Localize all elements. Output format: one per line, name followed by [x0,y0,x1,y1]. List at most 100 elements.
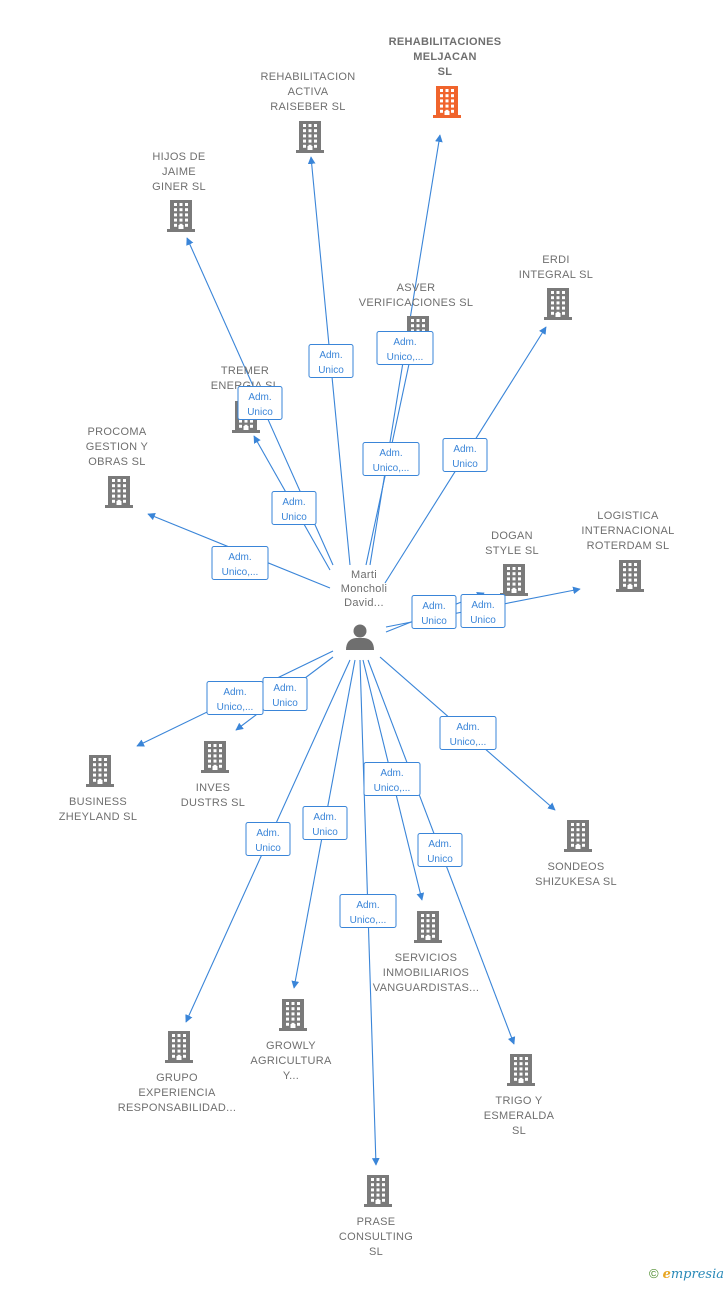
company-node-business[interactable]: BUSINESS ZHEYLAND SL [59,755,138,823]
company-name-line[interactable]: INMOBILIARIOS [383,967,469,979]
company-node-servicios[interactable]: SERVICIOS INMOBILIARIOS VANGUARDISTAS... [373,911,479,994]
role-badge-prase[interactable]: Adm. Unico,... [339,894,397,928]
role-badge-hijos_jaime[interactable]: Adm.Unico [237,386,283,420]
building-icon[interactable] [364,1175,392,1207]
building-icon[interactable] [500,564,528,596]
company-name-line[interactable]: ERDI [542,254,569,266]
company-node-dogan[interactable]: DOGAN STYLE SL [485,530,539,596]
company-name-line[interactable]: SL [438,66,453,78]
role-badge-logistica[interactable]: Adm.Unico [460,594,506,628]
building-icon[interactable] [564,820,592,852]
building-icon[interactable] [507,1054,535,1086]
company-name-line[interactable]: SERVICIOS [395,952,457,964]
company-name-line[interactable]: REHABILITACION [260,71,355,83]
company-name-line[interactable]: RESPONSABILIDAD... [118,1102,237,1114]
building-icon[interactable] [414,911,442,943]
company-node-growly[interactable]: GROWLY AGRICULTURA Y... [250,999,332,1082]
company-node-grupo[interactable]: GRUPO EXPERIENCIA RESPONSABILIDAD... [118,1031,237,1114]
company-name-line[interactable]: STYLE SL [485,545,539,557]
company-node-procoma[interactable]: PROCOMA GESTION Y OBRAS SL [86,426,149,508]
role-badge-growly[interactable]: Adm.Unico [302,806,348,840]
company-name-line[interactable]: CONSULTING [339,1231,413,1243]
company-name-line[interactable]: SONDEOS [547,861,604,873]
person-node[interactable]: MartiMoncholiDavid... [341,569,387,650]
role-badge-text: Adm. [223,687,246,698]
role-badge-dogan[interactable]: Adm.Unico [411,595,457,629]
building-icon[interactable] [201,741,229,773]
empresia-brand: ©empresia [649,1266,724,1282]
role-badge-rehab_activa[interactable]: Adm.Unico [308,344,354,378]
company-name-line[interactable]: JAIME [162,166,196,178]
building-icon[interactable] [167,200,195,232]
company-name-line[interactable]: SL [369,1246,383,1258]
company-name-line[interactable]: DUSTRS SL [181,797,245,809]
building-icon[interactable] [165,1031,193,1063]
company-name-line[interactable]: REHABILITACIONES [389,36,502,48]
company-node-prase[interactable]: PRASE CONSULTING SL [339,1175,413,1258]
company-node-logistica[interactable]: LOGISTICA INTERNACIONAL ROTERDAM SL [581,510,674,592]
role-badge-grupo[interactable]: Adm.Unico [245,822,291,856]
company-name-line[interactable]: MELJACAN [413,51,477,63]
company-name-line[interactable]: BUSINESS [69,796,127,808]
company-name-line[interactable]: ZHEYLAND SL [59,811,138,823]
role-badge-text: Adm. [356,900,379,911]
role-badge-procoma[interactable]: Adm.Unico,... [211,546,269,580]
role-badge-rehab_meljacan[interactable]: Adm.Unico,... [376,331,434,365]
person-name-line[interactable]: Moncholi [341,583,387,595]
building-icon[interactable] [616,560,644,592]
company-node-sondeos[interactable]: SONDEOS SHIZUKESA SL [535,820,617,888]
role-badge-sondeos[interactable]: Adm.Unico,... [439,716,497,750]
company-name-line[interactable]: ROTERDAM SL [587,540,670,552]
building-icon[interactable] [86,755,114,787]
company-name-line[interactable]: VERIFICACIONES SL [359,297,474,309]
company-node-trigo[interactable]: TRIGO Y ESMERALDA SL [484,1054,555,1137]
company-name-line[interactable]: EXPERIENCIA [138,1087,216,1099]
company-name-line[interactable]: RAISEBER SL [270,101,345,113]
company-name-line[interactable]: INTEGRAL SL [519,269,593,281]
company-node-rehab_meljacan[interactable]: REHABILITACIONES MELJACAN SL [389,36,502,118]
role-badge-asver[interactable]: Adm.Unico,... [362,442,420,476]
role-badge-business[interactable]: Adm.Unico,... [206,681,264,715]
company-node-hijos_jaime[interactable]: HIJOS DE JAIME GINER SL [152,151,206,232]
company-name-line[interactable]: PROCOMA [88,426,147,438]
role-badge-trigo[interactable]: Adm.Unico [417,833,463,867]
company-name-line[interactable]: SL [512,1125,526,1137]
company-name-line[interactable]: HIJOS DE [152,151,205,163]
building-icon[interactable] [544,288,572,320]
company-node-rehab_activa[interactable]: REHABILITACION ACTIVA RAISEBER SL [260,71,355,153]
company-node-erdi[interactable]: ERDI INTEGRAL SL [519,254,593,320]
company-name-line[interactable]: GROWLY [266,1040,316,1052]
company-name-line[interactable]: ASVER [397,282,436,294]
role-badge-erdi[interactable]: Adm.Unico [442,438,488,472]
company-node-inves[interactable]: INVES DUSTRS SL [181,741,245,809]
company-name-line[interactable]: VANGUARDISTAS... [373,982,479,994]
company-name-line[interactable]: TREMER [221,365,269,377]
building-icon[interactable] [105,476,133,508]
person-name-line[interactable]: Marti [351,569,377,581]
company-name-line[interactable]: PRASE [357,1216,396,1228]
company-name-line[interactable]: GINER SL [152,181,206,193]
company-name-line[interactable]: ACTIVA [288,86,329,98]
company-name-line[interactable]: DOGAN [491,530,533,542]
company-name-line[interactable]: INTERNACIONAL [581,525,674,537]
role-badge-text: Unico,... [350,915,387,926]
company-name-line[interactable]: LOGISTICA [597,510,659,522]
role-badge-tremer[interactable]: Adm.Unico [271,491,317,525]
company-name-line[interactable]: GRUPO [156,1072,198,1084]
building-icon[interactable] [296,121,324,153]
person-name-line[interactable]: David... [344,597,384,609]
company-name-line[interactable]: GESTION Y [86,441,149,453]
role-badge-inves[interactable]: Adm.Unico [262,677,308,711]
company-name-line[interactable]: ESMERALDA [484,1110,555,1122]
company-name-line[interactable]: SHIZUKESA SL [535,876,617,888]
company-name-line[interactable]: Y... [283,1070,299,1082]
role-badge-servicios[interactable]: Adm.Unico,... [363,762,421,796]
company-name-line[interactable]: TRIGO Y [495,1095,542,1107]
person-icon[interactable] [346,624,374,651]
building-icon[interactable] [279,999,307,1031]
role-badge-text: Adm. [428,839,451,850]
company-name-line[interactable]: OBRAS SL [88,456,145,468]
company-name-line[interactable]: INVES [196,782,231,794]
company-name-line[interactable]: AGRICULTURA [250,1055,332,1067]
building-icon[interactable] [433,86,461,118]
